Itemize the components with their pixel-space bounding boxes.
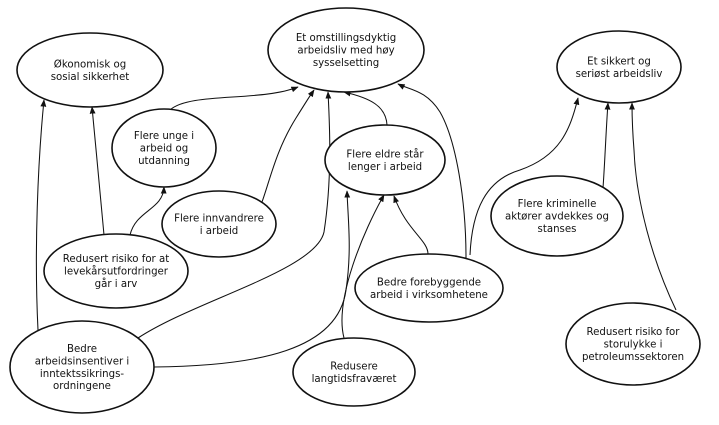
node-label-okonomisk-line-2: sosial sikkerhet <box>51 72 130 83</box>
node-ellipse-sikkert <box>556 30 682 104</box>
node-ellipse-arbeidsinsentiver <box>9 320 155 414</box>
node-label-kriminelle-line-3: stanses <box>538 224 577 235</box>
node-ellipse-unge <box>111 108 217 188</box>
node-ellipse-forebyggende <box>354 253 504 323</box>
node-label-sykefravaer-line-2: langtidsfraværet <box>312 374 397 385</box>
node-eldre: Flere eldre står lenger i arbeid <box>324 124 446 196</box>
node-kriminelle: Flere kriminelle aktører avdekkes ogstans… <box>490 175 624 257</box>
node-label-levekar-line-2: levekårsutfordringer <box>64 265 169 278</box>
node-label-arbeidsinsentiver-line-3: inntektssikrings- <box>40 369 124 380</box>
node-label-arbeidsinsentiver-line-1: Bedre <box>67 344 97 355</box>
node-levekar: Redusert risiko for atlevekårsutfordring… <box>43 233 189 309</box>
edge-innvandrere-to-omstilling <box>261 89 315 203</box>
edge-sykefravaer-to-eldre <box>341 194 385 339</box>
node-label-forebyggende-line-1: Bedre forebyggende <box>377 277 481 288</box>
node-label-kriminelle-line-1: Flere kriminelle <box>518 199 597 210</box>
node-label-storulykke-line-1: Redusert risiko for <box>587 327 681 338</box>
node-okonomisk: Økonomisk og sosial sikkerhet <box>16 32 164 108</box>
edge-levekar-to-okonomisk <box>89 106 105 236</box>
edges-layer <box>35 83 677 368</box>
node-label-omstilling-line-1: Et omstillingsdyktig <box>296 33 396 44</box>
node-label-kriminelle-line-2: aktører avdekkes og <box>505 212 609 223</box>
node-label-unge-line-2: arbeid og <box>140 144 188 155</box>
node-label-levekar-line-1: Redusert risiko for at <box>63 254 169 265</box>
node-omstilling: Et omstillingsdyktig arbeidsliv med høysy… <box>267 7 425 93</box>
node-label-omstilling-line-2: arbeidsliv med høy <box>297 46 394 57</box>
node-ellipse-omstilling <box>267 7 425 93</box>
edge-forebyggende-to-eldre <box>393 195 429 255</box>
node-forebyggende: Bedre forebyggende arbeid i virksomhetene <box>354 253 504 323</box>
node-ellipse-okonomisk <box>16 32 164 108</box>
node-label-unge-line-3: utdanning <box>138 156 190 167</box>
node-label-omstilling-line-3: sysselsetting <box>313 58 379 69</box>
node-label-arbeidsinsentiver-line-2: arbeidsinsentiver i <box>35 356 129 367</box>
node-ellipse-kriminelle <box>490 175 624 257</box>
node-ellipse-eldre <box>324 124 446 196</box>
node-innvandrere: Flere innvandrere i arbeid <box>161 190 277 258</box>
nodes-layer: Økonomisk og sosial sikkerhet Et omstillin… <box>9 7 701 414</box>
node-label-innvandrere-line-1: Flere innvandrere <box>174 213 264 224</box>
edge-arbeidsinsentiver-to-omstilling <box>137 91 332 339</box>
node-label-storulykke-line-3: petroleumssektoren <box>582 352 684 363</box>
node-label-innvandrere-line-2: i arbeid <box>200 226 239 237</box>
node-ellipse-sykefravaer <box>292 337 416 407</box>
edge-forebyggende-to-sikkert <box>469 97 580 256</box>
node-label-unge-line-1: Flere unge i <box>134 131 194 142</box>
node-label-forebyggende-line-2: arbeid i virksomhetene <box>370 290 488 301</box>
node-label-levekar-line-3: går i arv <box>95 277 138 290</box>
node-ellipse-storulykke <box>565 302 701 386</box>
edge-unge-to-omstilling <box>169 86 299 111</box>
node-label-sikkert-line-1: Et sikkert og <box>587 56 651 67</box>
node-label-okonomisk-line-1: Økonomisk og <box>54 58 126 70</box>
edge-levekar-to-unge <box>129 186 167 236</box>
node-sikkert: Et sikkert og seriøst arbeidsliv <box>556 30 682 104</box>
edge-kriminelle-to-sikkert <box>602 102 611 189</box>
node-ellipse-levekar <box>43 233 189 309</box>
edge-arbeidsinsentiver-to-eldre <box>153 190 351 368</box>
node-ellipse-innvandrere <box>161 190 277 258</box>
node-label-eldre-line-2: lenger i arbeid <box>348 162 422 173</box>
node-storulykke: Redusert risiko for storulykke ipetroleum… <box>565 302 701 386</box>
edge-storulykke-to-sikkert <box>629 102 677 311</box>
node-sykefravaer: Redusere langtidsfraværet <box>292 337 416 407</box>
edge-forebyggende-to-omstilling <box>397 83 467 259</box>
node-label-arbeidsinsentiver-line-4: ordningene <box>53 381 111 392</box>
node-label-sikkert-line-2: seriøst arbeidsliv <box>576 69 663 80</box>
node-label-storulykke-line-2: storulykke i <box>604 340 663 351</box>
edge-eldre-to-omstilling <box>343 90 388 126</box>
node-label-eldre-line-1: Flere eldre står <box>346 147 424 160</box>
edge-arbeidsinsentiver-to-okonomisk <box>35 99 47 331</box>
node-label-sykefravaer-line-1: Redusere <box>330 361 378 372</box>
